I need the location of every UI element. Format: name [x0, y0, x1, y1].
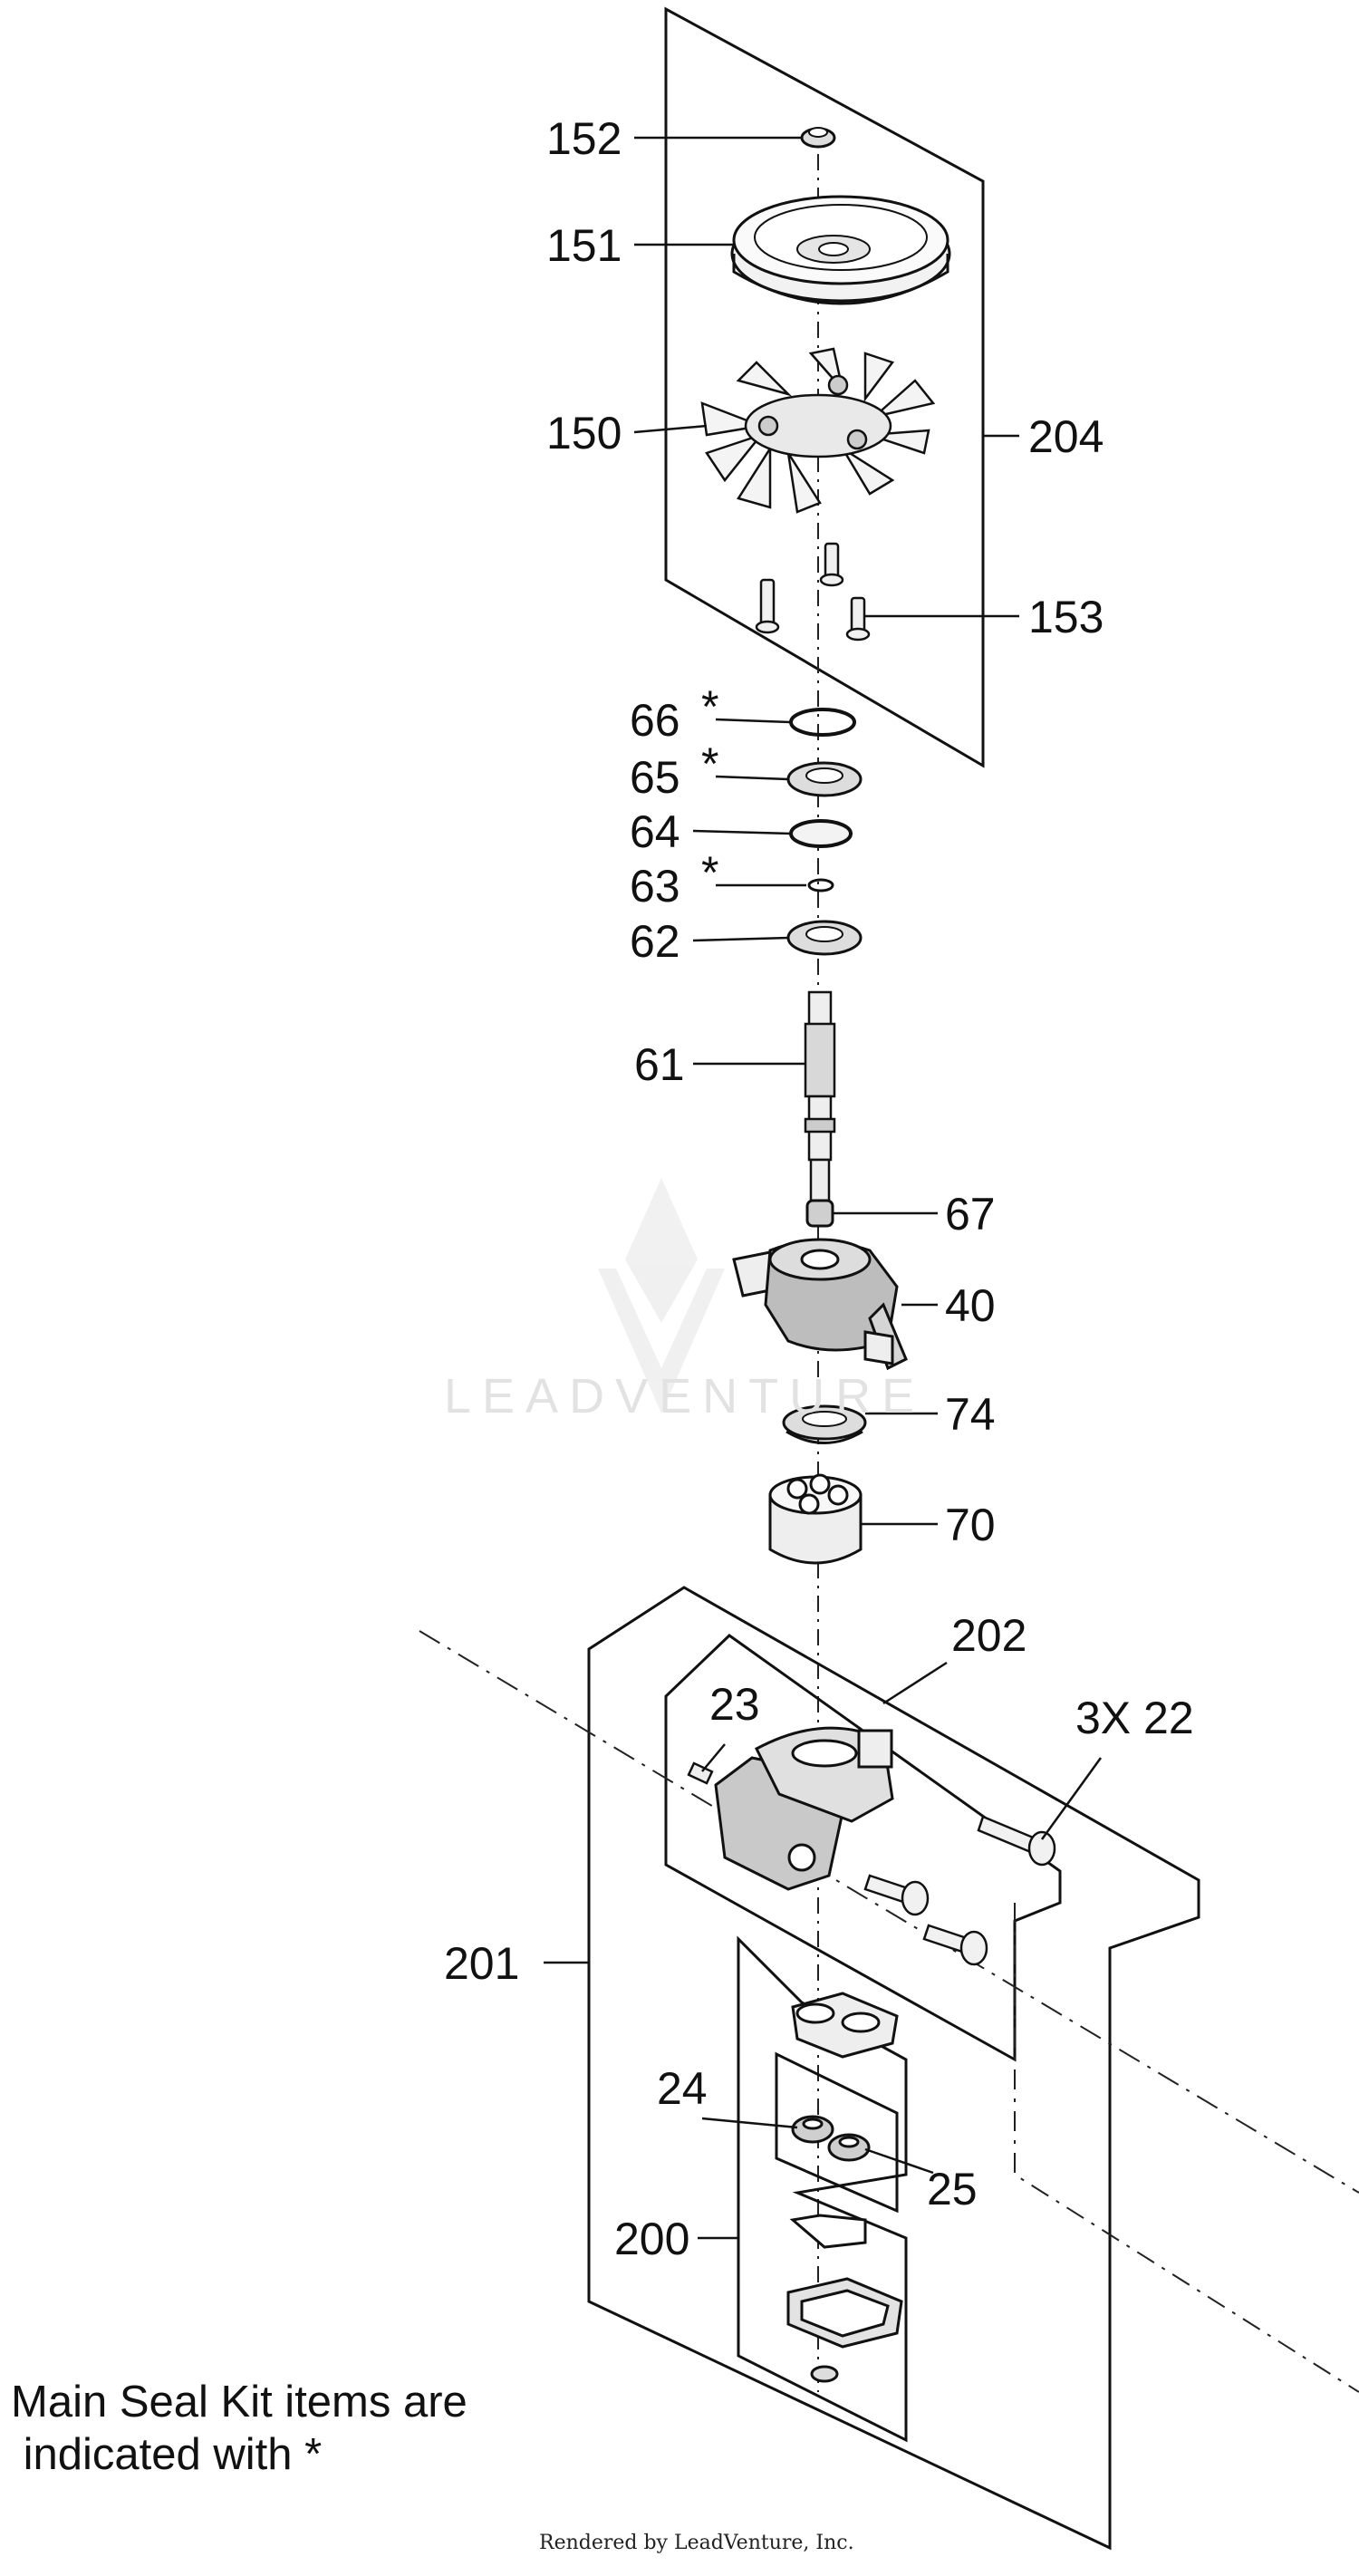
part-67-bushing [805, 1199, 834, 1228]
callout-25: 25 [927, 2164, 978, 2214]
callout-22: 3X 22 [1075, 1693, 1194, 1743]
part-152-nut [800, 127, 836, 149]
part-66-retaining-ring [789, 708, 856, 737]
callout-64: 64 [630, 806, 680, 857]
part-65-bearing [786, 761, 863, 797]
callout-23: 23 [709, 1679, 760, 1730]
callout-67: 67 [945, 1189, 996, 1240]
asterisk-63: * [701, 847, 718, 898]
pump-body [714, 1726, 894, 1891]
callout-65: 65 [630, 752, 680, 803]
callout-66: 66 [630, 695, 680, 746]
callout-201: 201 [444, 1938, 519, 1989]
part-70-cylinder-block [768, 1473, 863, 1565]
reference-line-2 [1014, 1903, 1359, 2393]
part-63-o-ring [807, 878, 834, 892]
part-25-check-valve [827, 2133, 871, 2162]
callout-61: 61 [634, 1039, 685, 1090]
callout-63: 63 [630, 861, 680, 912]
callout-62: 62 [630, 916, 680, 967]
part-23-pin [687, 1761, 714, 1785]
asterisk-65: * [701, 738, 718, 789]
seal-kit-note: Main Seal Kit items are indicated with * [11, 2378, 467, 2479]
callout-150: 150 [546, 408, 622, 458]
part-200-components [786, 1992, 903, 2383]
watermark-logo [598, 1178, 725, 1413]
callout-202: 202 [951, 1610, 1026, 1661]
callout-200: 200 [614, 2214, 689, 2264]
callout-24: 24 [657, 2063, 708, 2114]
part-40-housing [732, 1238, 908, 1371]
part-153-bolts [755, 542, 871, 642]
asterisk-66: * [701, 681, 718, 732]
reference-line [419, 1630, 1359, 2194]
rendered-by-credit: Rendered by LeadVenture, Inc. [539, 2532, 854, 2554]
part-151-pulley [730, 195, 951, 305]
leader-lines [544, 136, 1103, 2240]
callout-74: 74 [945, 1389, 996, 1440]
group-box-204 [664, 6, 985, 768]
callout-152: 152 [546, 113, 622, 164]
part-150-fan [700, 347, 936, 514]
callout-70: 70 [945, 1500, 996, 1550]
callout-204: 204 [1028, 411, 1104, 462]
watermark-text: LEADVENTURE [444, 1369, 926, 1423]
callout-labels: 152 151 150 204 153 66 65 64 63 62 61 67… [444, 113, 1194, 2264]
group-box-201 [587, 1586, 1200, 2551]
part-22-bolts [863, 1815, 1056, 1966]
part-62-bearing [786, 920, 863, 956]
callout-40: 40 [945, 1280, 996, 1331]
part-24-check-valve [791, 2115, 834, 2144]
part-61-shaft [804, 990, 836, 1207]
part-64-washer [789, 819, 853, 848]
callout-151: 151 [546, 220, 622, 271]
part-74-seal [782, 1404, 867, 1444]
group-box-24-25 [775, 2051, 899, 2214]
callout-153: 153 [1028, 592, 1104, 642]
group-box-202 [664, 1634, 1062, 2062]
